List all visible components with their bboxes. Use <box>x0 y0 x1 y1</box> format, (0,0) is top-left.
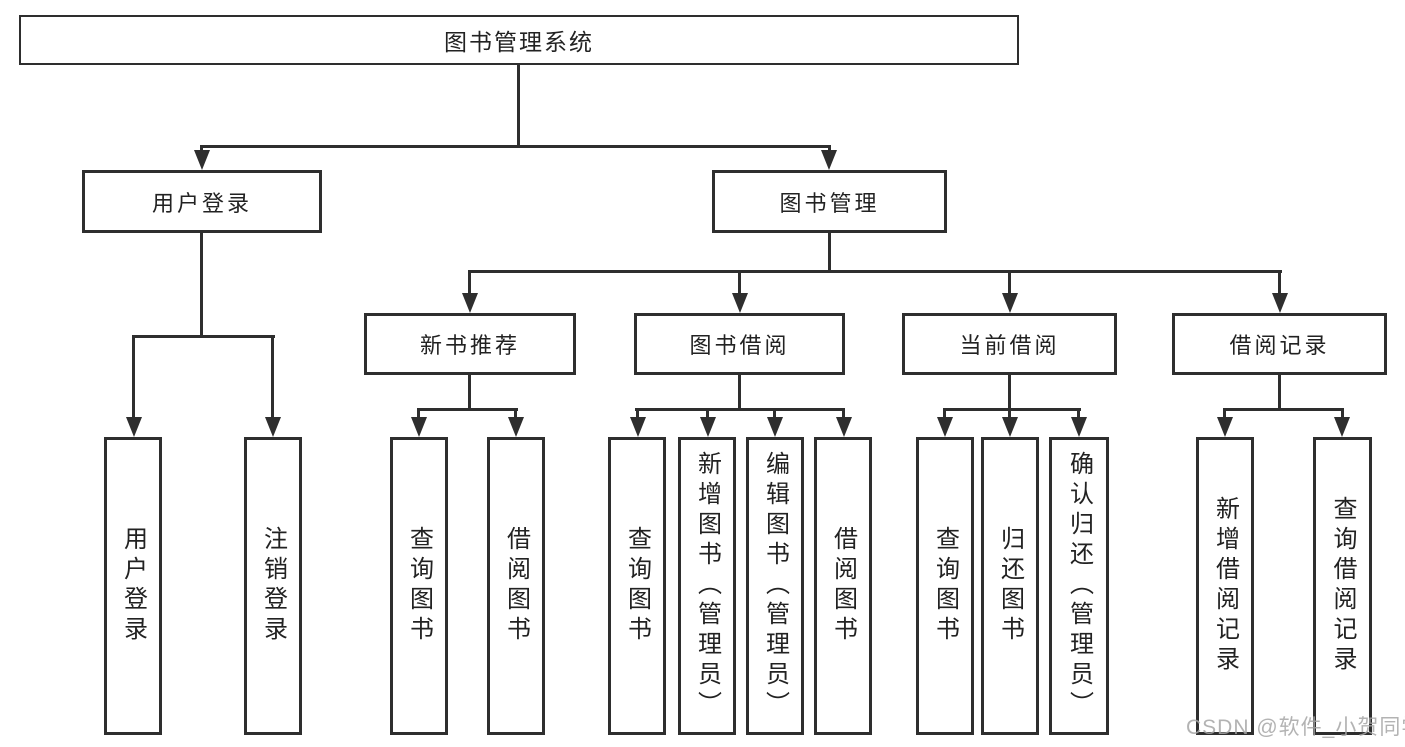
connector-line <box>468 372 471 411</box>
node-leaf-user-login: 用户登录 <box>104 437 162 735</box>
connector-line <box>1341 408 1344 419</box>
connector-line <box>514 408 517 419</box>
connector-line <box>1223 408 1226 419</box>
connector-line <box>1008 270 1011 295</box>
connector-line <box>635 408 845 411</box>
node-leaf-query-borrow-record: 查询借阅记录 <box>1313 437 1372 735</box>
connector-line <box>1278 372 1281 411</box>
arrow-down-icon <box>732 293 748 313</box>
node-user-login: 用户登录 <box>82 170 322 233</box>
node-borrowing-records: 借阅记录 <box>1172 313 1387 375</box>
connector-line <box>828 230 831 273</box>
node-leaf-return-books: 归还图书 <box>981 437 1039 735</box>
connector-line <box>636 408 639 419</box>
connector-line <box>1077 408 1080 419</box>
arrow-down-icon <box>1071 417 1087 437</box>
connector-line <box>738 372 741 411</box>
node-leaf-confirm-return-admin: 确认归还（管理员） <box>1049 437 1109 735</box>
connector-line <box>1008 372 1011 411</box>
node-leaf-add-books-admin: 新增图书（管理员） <box>678 437 736 735</box>
connector-line <box>200 230 203 338</box>
connector-line <box>132 335 135 419</box>
connector-line <box>1278 270 1281 295</box>
arrow-down-icon <box>937 417 953 437</box>
connector-line <box>1008 408 1011 419</box>
node-leaf-query-books-1: 查询图书 <box>390 437 448 735</box>
arrow-down-icon <box>411 417 427 437</box>
connector-line <box>1223 408 1344 411</box>
connector-line <box>738 270 741 295</box>
connector-line <box>132 335 275 338</box>
arrow-down-icon <box>1217 417 1233 437</box>
arrow-down-icon <box>126 417 142 437</box>
connector-line <box>200 145 831 148</box>
connector-line <box>773 408 776 419</box>
node-book-management: 图书管理 <box>712 170 947 233</box>
node-new-book-recommendation: 新书推荐 <box>364 313 576 375</box>
node-leaf-query-books-3: 查询图书 <box>916 437 974 735</box>
arrow-down-icon <box>821 150 837 170</box>
node-leaf-edit-books-admin: 编辑图书（管理员） <box>746 437 804 735</box>
arrow-down-icon <box>630 417 646 437</box>
arrow-down-icon <box>462 293 478 313</box>
arrow-down-icon <box>508 417 524 437</box>
connector-line <box>468 270 1282 273</box>
connector-line <box>271 335 274 419</box>
node-leaf-borrow-books-1: 借阅图书 <box>487 437 545 735</box>
watermark: CSDN @软件_小贺同学 <box>1186 716 1405 739</box>
node-leaf-query-books-2: 查询图书 <box>608 437 666 735</box>
node-leaf-logout: 注销登录 <box>244 437 302 735</box>
arrow-down-icon <box>700 417 716 437</box>
arrow-down-icon <box>1002 417 1018 437</box>
node-book-borrowing: 图书借阅 <box>634 313 845 375</box>
arrow-down-icon <box>194 150 210 170</box>
connector-line <box>943 408 946 419</box>
connector-line <box>468 270 471 295</box>
connector-line <box>943 408 1081 411</box>
arrow-down-icon <box>1002 293 1018 313</box>
connector-line <box>828 145 831 153</box>
connector-line <box>517 64 520 148</box>
connector-line <box>200 145 203 153</box>
connector-line <box>842 408 845 419</box>
connector-line <box>417 408 420 419</box>
connector-line <box>706 408 709 419</box>
arrow-down-icon <box>265 417 281 437</box>
node-library-system: 图书管理系统 <box>19 15 1019 65</box>
arrow-down-icon <box>767 417 783 437</box>
arrow-down-icon <box>836 417 852 437</box>
node-current-borrowing: 当前借阅 <box>902 313 1117 375</box>
arrow-down-icon <box>1334 417 1350 437</box>
node-leaf-borrow-books-2: 借阅图书 <box>814 437 872 735</box>
node-leaf-add-borrow-record: 新增借阅记录 <box>1196 437 1254 735</box>
arrow-down-icon <box>1272 293 1288 313</box>
connector-line <box>417 408 518 411</box>
